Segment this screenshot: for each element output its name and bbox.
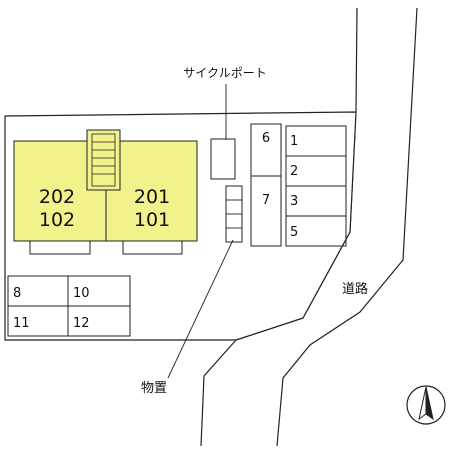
parking-label-2: 2 <box>290 164 298 179</box>
unit-label-201: 201 <box>134 186 170 208</box>
unit-label-101: 101 <box>134 209 170 231</box>
parking-label-11: 11 <box>13 316 30 331</box>
parking-label-1: 1 <box>290 134 298 149</box>
parking-space-12 <box>67 305 131 337</box>
balcony-right <box>122 240 183 255</box>
stair-steps <box>92 141 115 175</box>
parking-label-7: 7 <box>262 193 270 208</box>
building-right <box>105 140 198 242</box>
stair-inner <box>91 133 116 187</box>
storage-label: 物置 <box>141 381 167 396</box>
cycle-port <box>210 138 236 180</box>
parking-label-6: 6 <box>262 131 270 146</box>
north-arrow-icon <box>406 385 446 425</box>
parking-space-7 <box>250 175 282 247</box>
road-edge-east <box>276 7 418 447</box>
parking-label-5: 5 <box>290 225 298 240</box>
unit-label-102: 102 <box>39 209 75 231</box>
cycle-port-label: サイクルポート <box>183 66 266 80</box>
unit-label-202: 202 <box>39 186 75 208</box>
road-label: 道路 <box>342 281 368 297</box>
parking-label-8: 8 <box>13 286 21 301</box>
parking-label-10: 10 <box>73 286 90 301</box>
parking-label-3: 3 <box>290 194 298 209</box>
parking-label-12: 12 <box>73 316 90 331</box>
parking-space-5 <box>285 215 347 247</box>
storage-leader <box>167 239 234 379</box>
storage-dividers <box>226 199 242 229</box>
balcony-left <box>29 240 91 255</box>
